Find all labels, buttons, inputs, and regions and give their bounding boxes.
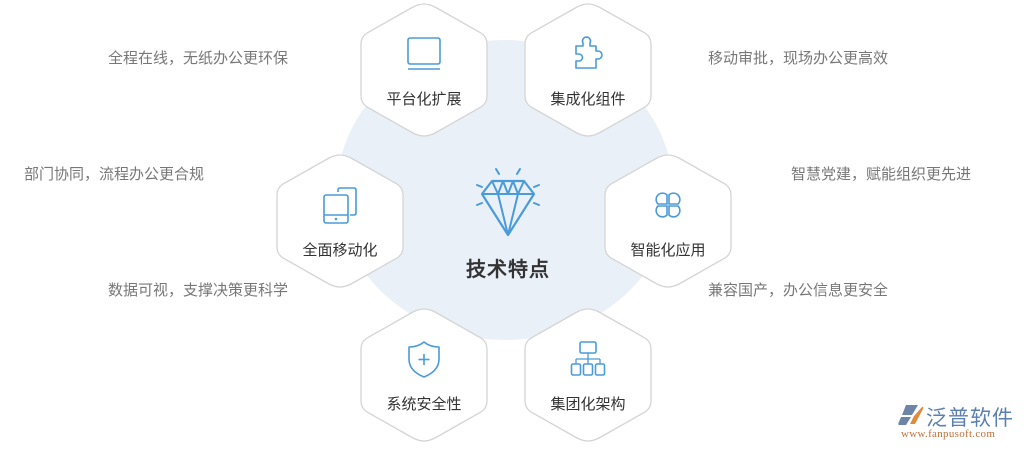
feature-group-architecture: 集团化架构	[523, 307, 653, 443]
mobile-devices-icon	[323, 187, 357, 224]
description-data-visual: 数据可视，支撑决策更科学	[108, 281, 289, 299]
center-hub: 技术特点	[458, 165, 558, 282]
feature-label: 全面移动化	[302, 241, 378, 259]
description-paperless: 全程在线，无纸办公更环保	[108, 49, 289, 67]
fanpu-logo-icon	[898, 405, 924, 425]
description-collaboration: 部门协同，流程办公更合规	[24, 165, 205, 183]
feature-label: 集团化架构	[550, 395, 626, 413]
feature-label: 智能化应用	[630, 241, 706, 259]
feature-label: 集成化组件	[550, 90, 626, 108]
shield-plus-icon	[408, 341, 440, 378]
description-mobile-approval: 移动审批，现场办公更高效	[708, 49, 889, 67]
feature-full-mobility: 全面移动化	[275, 153, 405, 289]
feature-label: 平台化扩展	[386, 90, 462, 108]
feature-platform-expansion: 平台化扩展	[359, 2, 489, 138]
puzzle-icon	[575, 36, 603, 69]
feature-intelligent-apps: 智能化应用	[603, 153, 733, 289]
laptop-icon	[407, 37, 441, 70]
diamond-icon	[476, 168, 540, 237]
feature-label: 系统安全性	[386, 395, 462, 413]
feature-system-security: 系统安全性	[359, 307, 489, 443]
description-party-building: 智慧党建，赋能组织更先进	[791, 165, 972, 183]
description-domestic-compat: 兼容国产，办公信息更安全	[708, 281, 889, 299]
org-chart-icon	[570, 341, 606, 376]
brand-url[interactable]: www.fanpusoft.com	[901, 428, 996, 440]
center-title: 技术特点	[466, 257, 550, 281]
brand-logo[interactable]: 泛普软件 www.fanpusoft.com	[898, 402, 1022, 442]
hexagon-shape	[604, 154, 732, 288]
feature-integrated-components: 集成化组件	[523, 2, 653, 138]
brand-name: 泛普软件	[926, 406, 1014, 430]
hexagon-shape	[276, 154, 404, 288]
clover-apps-icon	[655, 192, 681, 218]
hexagon-shape	[360, 3, 488, 137]
hexagon-shape	[360, 308, 488, 442]
hexagon-shape	[524, 3, 652, 137]
